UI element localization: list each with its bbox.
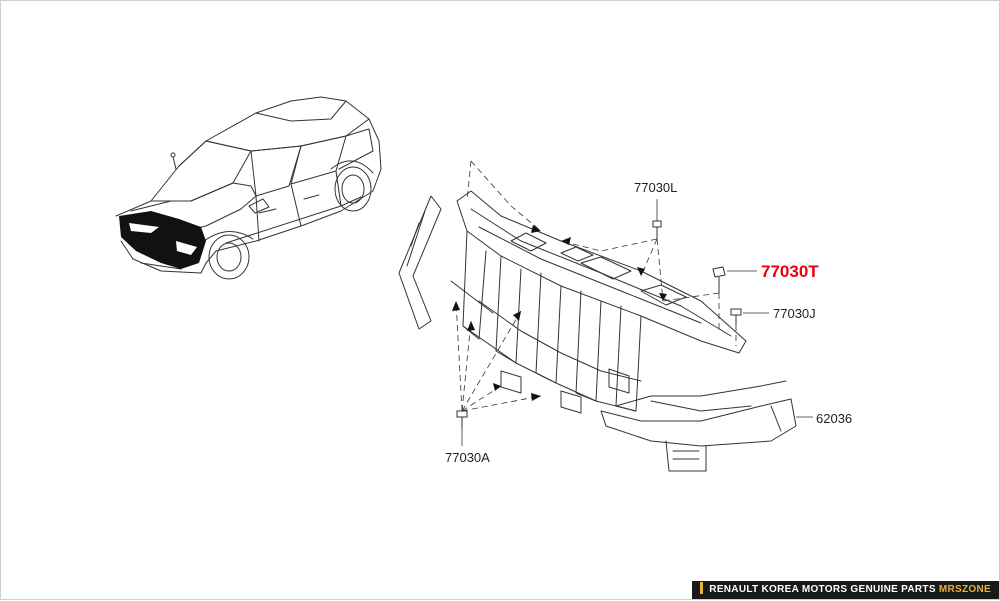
callout-77030A: 77030A [445,450,490,465]
callout-62036: 62036 [816,411,853,426]
callout-77030T: 77030T [761,262,819,281]
watermark-brand: MRSZONE [938,584,991,595]
callout-77030J: 77030J [773,306,816,321]
callout-77030L: 77030L [634,180,678,195]
watermark-banner: RENAULT KOREA MOTORS GENUINE PARTS MRSZO… [692,581,999,599]
watermark-accent-bar [700,582,704,594]
watermark-text: RENAULT KOREA MOTORS GENUINE PARTS [709,584,939,595]
